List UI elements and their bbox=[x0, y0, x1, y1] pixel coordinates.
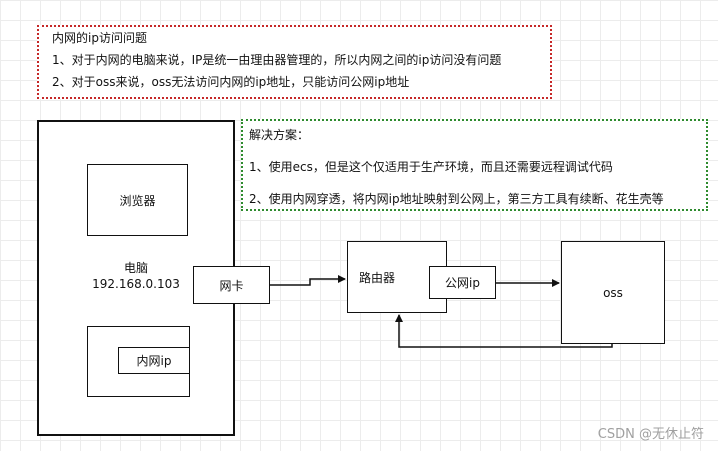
solution-note: 解决方案： 1、使用ecs，但是这个仅适用于生产环境，而且还需要远程调试代码 2… bbox=[241, 119, 708, 211]
router-label: 路由器 bbox=[358, 271, 395, 285]
solution-note-title: 解决方案： bbox=[249, 128, 310, 142]
browser-label: 浏览器 bbox=[119, 193, 156, 208]
problem-note: 内网的ip访问问题 1、对于内网的电脑来说，IP是统一由理由器管理的，所以内网之… bbox=[37, 25, 552, 99]
oss-to-router-arrow bbox=[395, 314, 613, 348]
network-card-label: 网卡 bbox=[219, 278, 244, 293]
solution-note-line-2: 2、使用内网穿透，将内网ip地址映射到公网上，第三方工具有续断、花生壳等 bbox=[249, 192, 664, 206]
nic-to-router-arrow bbox=[270, 275, 346, 286]
solution-note-line-1: 1、使用ecs，但是这个仅适用于生产环境，而且还需要远程调试代码 bbox=[249, 160, 613, 174]
watermark: CSDN @无休止符 bbox=[597, 427, 704, 442]
oss-label: oss bbox=[603, 285, 623, 300]
public-ip-label: 公网ip bbox=[445, 276, 480, 290]
browser-node: 浏览器 bbox=[87, 164, 188, 236]
computer-label: 电脑 bbox=[123, 261, 148, 275]
problem-note-title: 内网的ip访问问题 bbox=[52, 31, 147, 45]
problem-note-line-2: 2、对于oss来说，oss无法访问内网的ip地址，只能访问公网ip地址 bbox=[52, 75, 410, 89]
network-card-node: 网卡 bbox=[193, 266, 270, 304]
public-ip-node: 公网ip bbox=[429, 266, 496, 299]
intranet-ip-node: 内网ip bbox=[118, 347, 190, 374]
problem-note-line-1: 1、对于内网的电脑来说，IP是统一由理由器管理的，所以内网之间的ip访问没有问题 bbox=[52, 53, 502, 67]
oss-node: oss bbox=[561, 241, 665, 344]
computer-ip-address: 192.168.0.103 bbox=[92, 277, 180, 291]
intranet-ip-label: 内网ip bbox=[136, 354, 172, 368]
